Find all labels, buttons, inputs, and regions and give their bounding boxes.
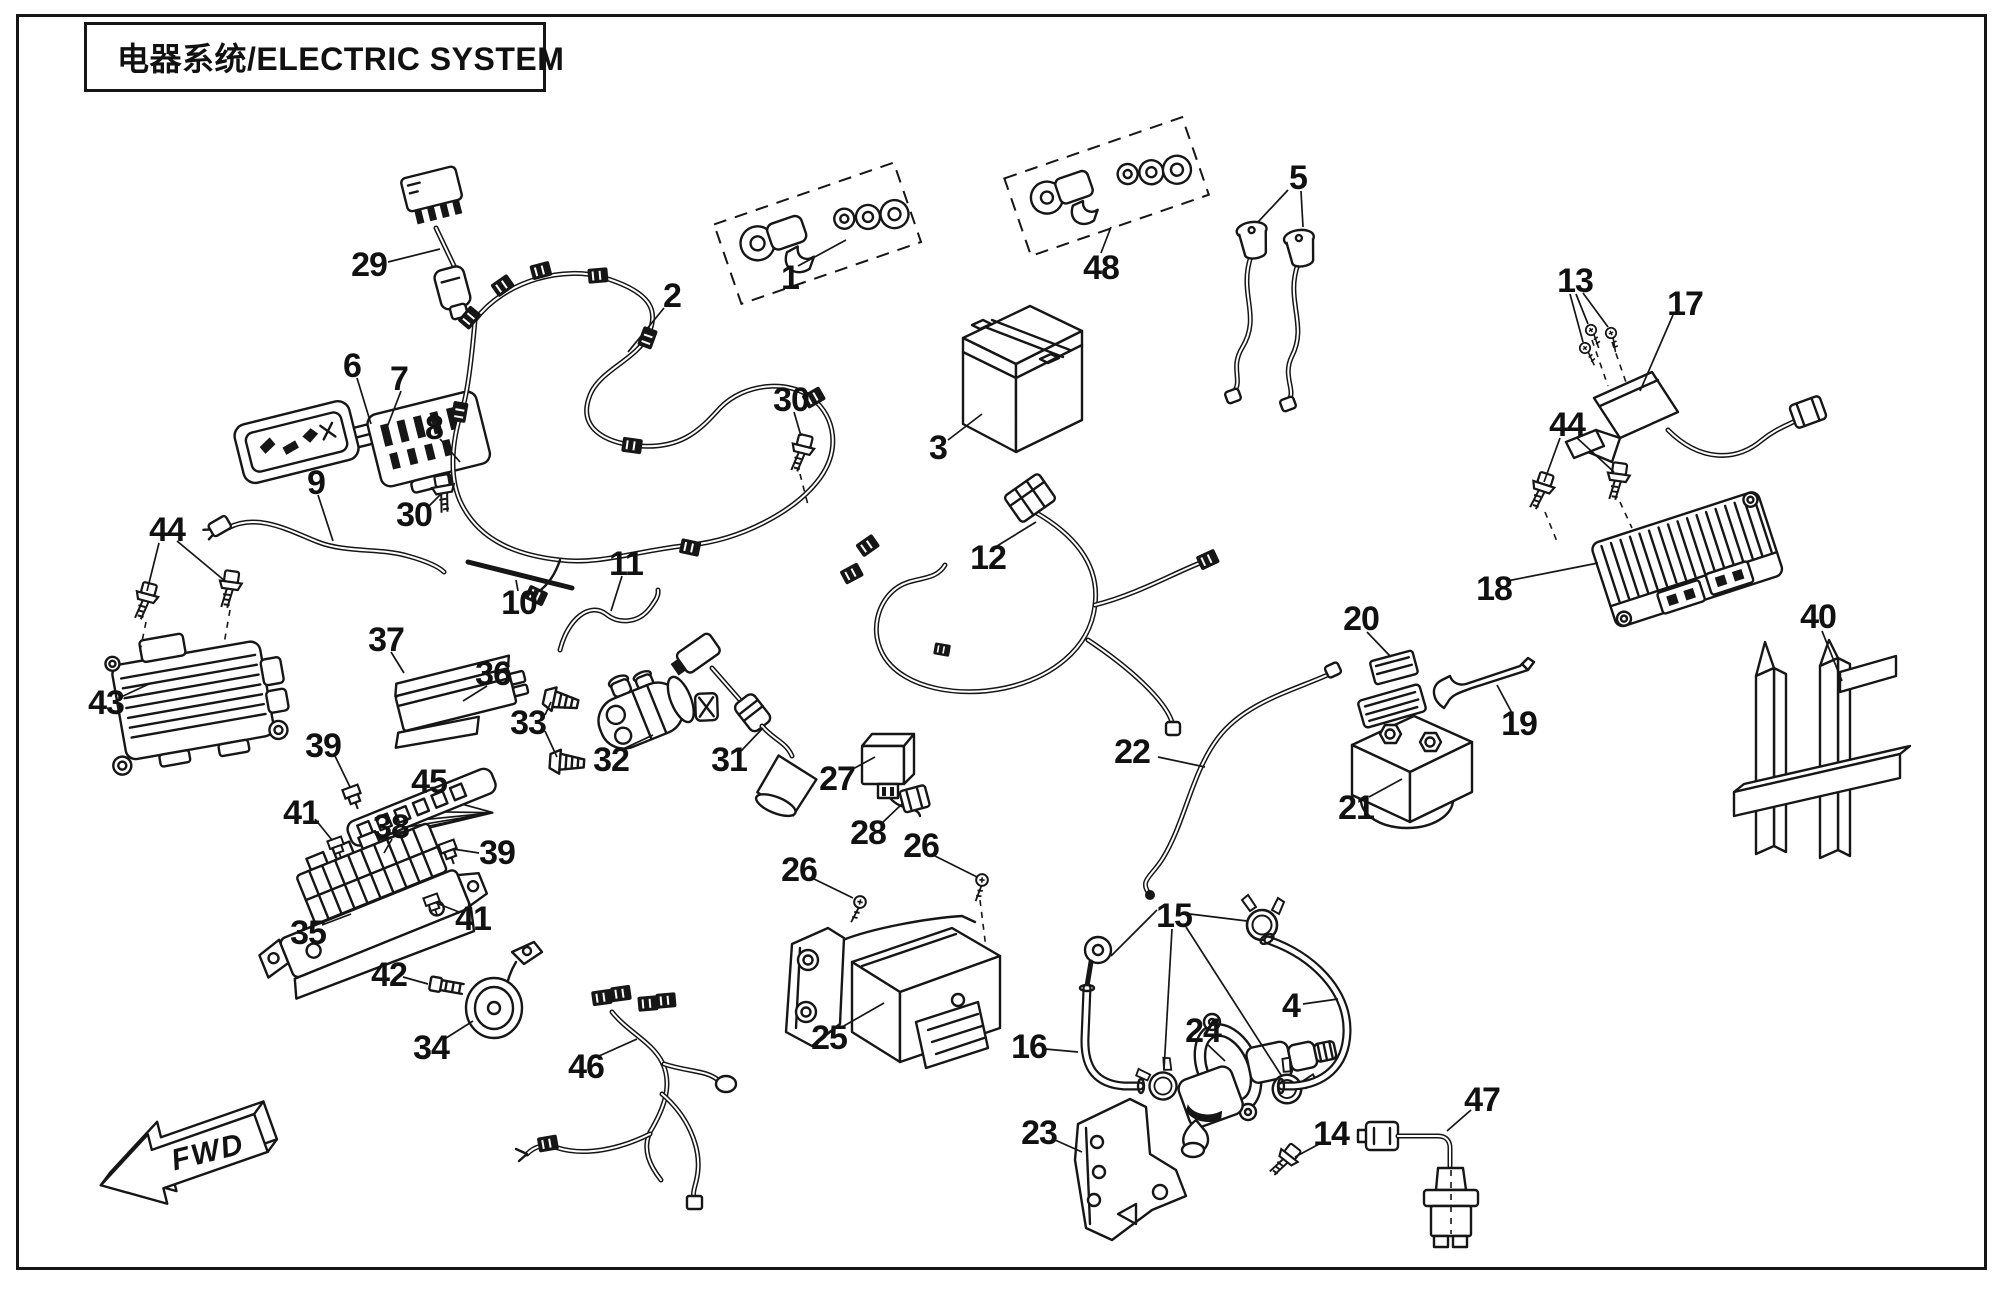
part-label-12: 12 [970, 539, 1006, 577]
part-label-47: 47 [1464, 1081, 1500, 1119]
part-24-water-valve-art [1177, 1012, 1338, 1159]
part-label-32: 32 [593, 741, 629, 779]
part-17-sensor-bracket-art [1564, 370, 1828, 464]
part-label-43: 43 [88, 684, 124, 722]
page-border [16, 14, 1987, 1270]
part-26-screws-art [848, 872, 990, 949]
part-30-bolts-art [429, 431, 818, 515]
part-label-8: 8 [425, 409, 443, 447]
part-19-bracket-strap-art [1432, 656, 1536, 710]
part-2-main-harness-art [449, 259, 836, 608]
part-label-36: 36 [475, 655, 511, 693]
part-label-40: 40 [1800, 598, 1836, 636]
page-title: 电器系统/ELECTRIC SYSTEM [117, 41, 565, 77]
part-16-inlet-hose-art [1078, 935, 1146, 1095]
part-label-23: 23 [1021, 1114, 1057, 1152]
title-box: 电器系统/ELECTRIC SYSTEM [84, 22, 564, 92]
part-label-3: 3 [929, 429, 947, 467]
part-label-41b: 41 [455, 900, 491, 938]
part-48-ignition-switch-kit-art [1003, 115, 1211, 258]
part-28-connector-art [898, 784, 931, 814]
part-label-15: 15 [1156, 897, 1192, 935]
part-47-speed-sensor-art [1356, 1120, 1480, 1249]
part-label-34: 34 [413, 1029, 450, 1067]
part-23-mount-bracket-art [1073, 1097, 1188, 1242]
part-35-fuse-holder-base-art [258, 869, 489, 1000]
part-label-45: 45 [411, 763, 447, 801]
part-13-screws-art [1576, 321, 1629, 389]
part-21-starter-relay-art [1350, 683, 1474, 830]
part-label-17: 17 [1667, 285, 1703, 323]
part-label-19: 19 [1501, 705, 1537, 743]
part-label-18: 18 [1476, 570, 1512, 608]
part-44-module-screws-art [129, 568, 245, 657]
part-label-26a: 26 [781, 851, 817, 889]
part-label-39a: 39 [305, 727, 341, 765]
part-40-support-frame-art [1732, 638, 1912, 860]
part-label-44b: 44 [1549, 406, 1586, 444]
part-36-cdi-unit-art [394, 654, 530, 749]
part-5-spark-plug-caps-art [1224, 220, 1315, 413]
part-label-27: 27 [819, 760, 855, 798]
part-12-sub-harness-art [838, 473, 1222, 737]
part-32-starter-solenoid-art [597, 669, 719, 750]
part-label-42: 42 [371, 956, 407, 994]
part-label-37: 37 [368, 621, 404, 659]
part-label-33: 33 [510, 704, 546, 742]
part-10-rod-art [465, 559, 575, 591]
part-label-22: 22 [1114, 733, 1150, 771]
part-label-13: 13 [1557, 262, 1593, 300]
part-label-44a: 44 [149, 511, 186, 549]
part-label-16: 16 [1011, 1028, 1047, 1066]
part-label-46: 46 [568, 1048, 604, 1086]
part-label-25: 25 [811, 1019, 847, 1057]
part-label-11: 11 [609, 545, 643, 583]
part-22-cable-art [1142, 661, 1343, 900]
part-label-24: 24 [1185, 1012, 1222, 1050]
part-label-20: 20 [1343, 600, 1379, 638]
part-29-sensor-lead-art [400, 165, 472, 321]
part-43-controller-art [104, 632, 290, 776]
part-label-6: 6 [343, 347, 361, 385]
part-label-2: 2 [663, 277, 681, 315]
part-label-29: 29 [351, 246, 387, 284]
part-33-bolts-art [541, 686, 586, 775]
part-label-41a: 41 [283, 794, 319, 832]
part-label-1: 1 [781, 259, 799, 297]
part-1-ignition-switch-kit-art [712, 161, 923, 306]
part-11-breather-cable-art [557, 587, 661, 653]
part-45-fuse-strip-art [346, 767, 497, 847]
part-label-14: 14 [1313, 1115, 1350, 1153]
part-label-4: 4 [1282, 987, 1301, 1025]
part-label-30b: 30 [396, 496, 432, 534]
part-label-7: 7 [390, 360, 408, 398]
leader-lines [120, 189, 1843, 1158]
part-label-5: 5 [1289, 159, 1307, 197]
part-label-39b: 39 [479, 834, 515, 872]
part-20-relay-cover-art [1369, 649, 1419, 686]
part-label-21: 21 [1338, 789, 1374, 827]
part-4-outlet-hose-art [1259, 932, 1352, 1095]
part-44-regulator-screws-art [1524, 460, 1633, 545]
part-3-battery-art [961, 304, 1084, 454]
part-25-ecu-art [784, 914, 1002, 1070]
part-42-horn-bolt-art [428, 975, 465, 996]
part-9-ground-cable-art [202, 514, 447, 575]
part-46-accessory-harness-art [514, 983, 738, 1211]
part-label-35: 35 [290, 914, 326, 952]
part-label-48: 48 [1083, 249, 1119, 287]
part-label-31: 31 [711, 741, 747, 779]
part-31-ignition-coil-art [670, 632, 818, 818]
part-labels: 1 2 3 4 5 6 7 8 9 10 11 12 13 14 15 16 1… [88, 159, 1837, 1153]
part-label-28: 28 [850, 814, 886, 852]
part-label-30a: 30 [773, 381, 809, 419]
part-label-10: 10 [501, 584, 537, 622]
part-label-26b: 26 [903, 827, 939, 865]
part-label-38: 38 [373, 808, 409, 846]
part-34-horn-art [464, 940, 544, 1040]
part-18-voltage-regulator-art [1591, 491, 1784, 628]
fwd-direction-arrow: FWD [99, 1100, 279, 1205]
part-label-9: 9 [307, 464, 325, 502]
